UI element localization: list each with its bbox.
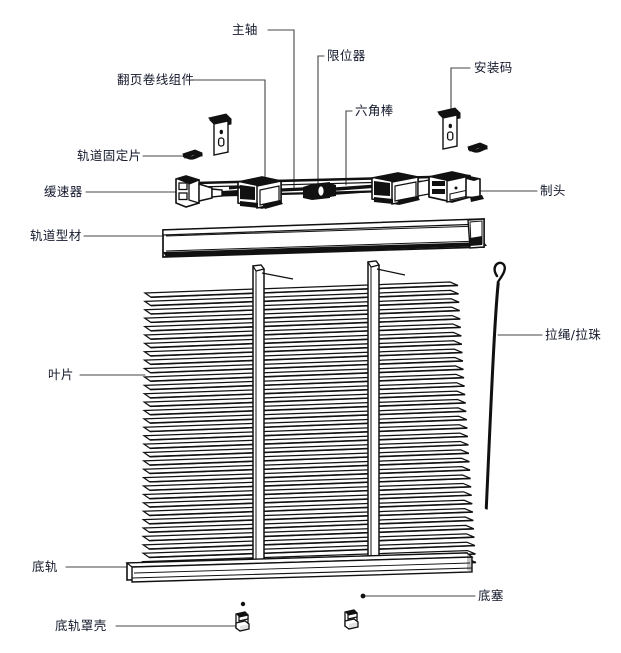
- slat-stack: [141, 281, 477, 575]
- slat-edge: [150, 393, 466, 408]
- pull-cord-part: [484, 261, 506, 510]
- slat-edge: [149, 427, 468, 441]
- slat-edge: [149, 435, 468, 450]
- slat-edge: [150, 410, 467, 424]
- rail-fixing-plate-left: [182, 149, 203, 161]
- part-label-pull-cord-bead: 拉绳/拉珠: [545, 327, 602, 342]
- slat: [141, 457, 470, 475]
- part-label-rail-profile: 轨道型材: [30, 228, 82, 243]
- slat-edge: [150, 284, 459, 298]
- slat-edge: [150, 402, 466, 416]
- slat-edge: [149, 511, 473, 525]
- part-label-speed-reducer: 缓速器: [44, 184, 83, 199]
- right-drum-block: [371, 172, 420, 205]
- slat-edge: [150, 318, 461, 332]
- leader-lines: [65, 29, 543, 627]
- slat: [142, 331, 462, 349]
- slat-edge: [149, 452, 469, 466]
- part-label-main-shaft: 主轴: [232, 22, 258, 37]
- slat-edge: [150, 301, 460, 315]
- part-label-mounting-bracket: 安装码: [474, 60, 513, 75]
- limiter-part: [280, 182, 336, 200]
- rail-fixing-plate-right: [467, 142, 488, 154]
- mounting-bracket-right: [437, 107, 461, 150]
- slat: [142, 365, 464, 382]
- bottom-rail-cover-right: [344, 609, 359, 630]
- slat-edge: [149, 460, 470, 475]
- slat: [141, 499, 473, 517]
- slat: [142, 298, 460, 315]
- slat: [142, 373, 465, 391]
- slat-edge: [150, 376, 465, 391]
- brake-head-part: [417, 171, 484, 203]
- bottom-rail-part: [125, 552, 474, 583]
- slat-edge: [149, 444, 469, 458]
- slat-edge: [150, 418, 467, 433]
- slat-edge: [150, 292, 459, 307]
- part-label-brake-head: 制头: [540, 183, 566, 198]
- part-label-tilt-cord-assembly: 翻页卷线组件: [117, 72, 195, 87]
- rail-profile-part: [162, 218, 487, 258]
- part-label-rail-fixing-plate: 轨道固定片: [77, 148, 142, 163]
- part-label-limiter: 限位器: [327, 48, 366, 63]
- slat: [142, 314, 461, 332]
- slat: [142, 407, 467, 424]
- ladder-tape-right: [367, 260, 406, 571]
- slat-edge: [150, 326, 461, 340]
- bottom-rail-cover-left: [235, 611, 250, 632]
- slat-edge: [149, 502, 473, 517]
- slat-edge: [149, 519, 474, 534]
- mounting-bracket-left: [208, 113, 232, 156]
- slat-edge: [150, 309, 460, 324]
- slat: [142, 424, 468, 441]
- slat-edge: [149, 477, 471, 492]
- slat: [142, 390, 466, 407]
- slat-edge: [150, 360, 463, 374]
- part-label-bottom-rail-cover: 底轨罩壳: [55, 618, 107, 633]
- slat: [141, 440, 469, 458]
- slat-edge: [150, 334, 462, 349]
- slat-edge: [149, 544, 475, 559]
- slat: [141, 516, 474, 533]
- part-label-bottom-plug: 底塞: [478, 588, 504, 603]
- slat-edge: [150, 351, 463, 366]
- slat-edge: [149, 469, 471, 483]
- slat: [141, 482, 472, 500]
- slat-edge: [149, 536, 475, 550]
- slat-edge: [149, 494, 472, 508]
- slat-edge: [149, 486, 472, 500]
- part-label-hex-rod: 六角棒: [355, 103, 394, 118]
- slat: [142, 348, 463, 365]
- slat: [141, 533, 475, 550]
- headrail-mechanism-group: [175, 171, 484, 209]
- part-label-slats: 叶片: [48, 367, 74, 382]
- speed-reducer-part: [175, 175, 238, 208]
- part-label-bottom-rail: 底轨: [32, 559, 58, 574]
- slat-edge: [150, 343, 462, 357]
- slat-edge: [150, 368, 464, 382]
- slat-edge: [149, 528, 474, 542]
- slat-edge: [150, 385, 465, 399]
- tilt-cord-assembly-part: [228, 176, 283, 209]
